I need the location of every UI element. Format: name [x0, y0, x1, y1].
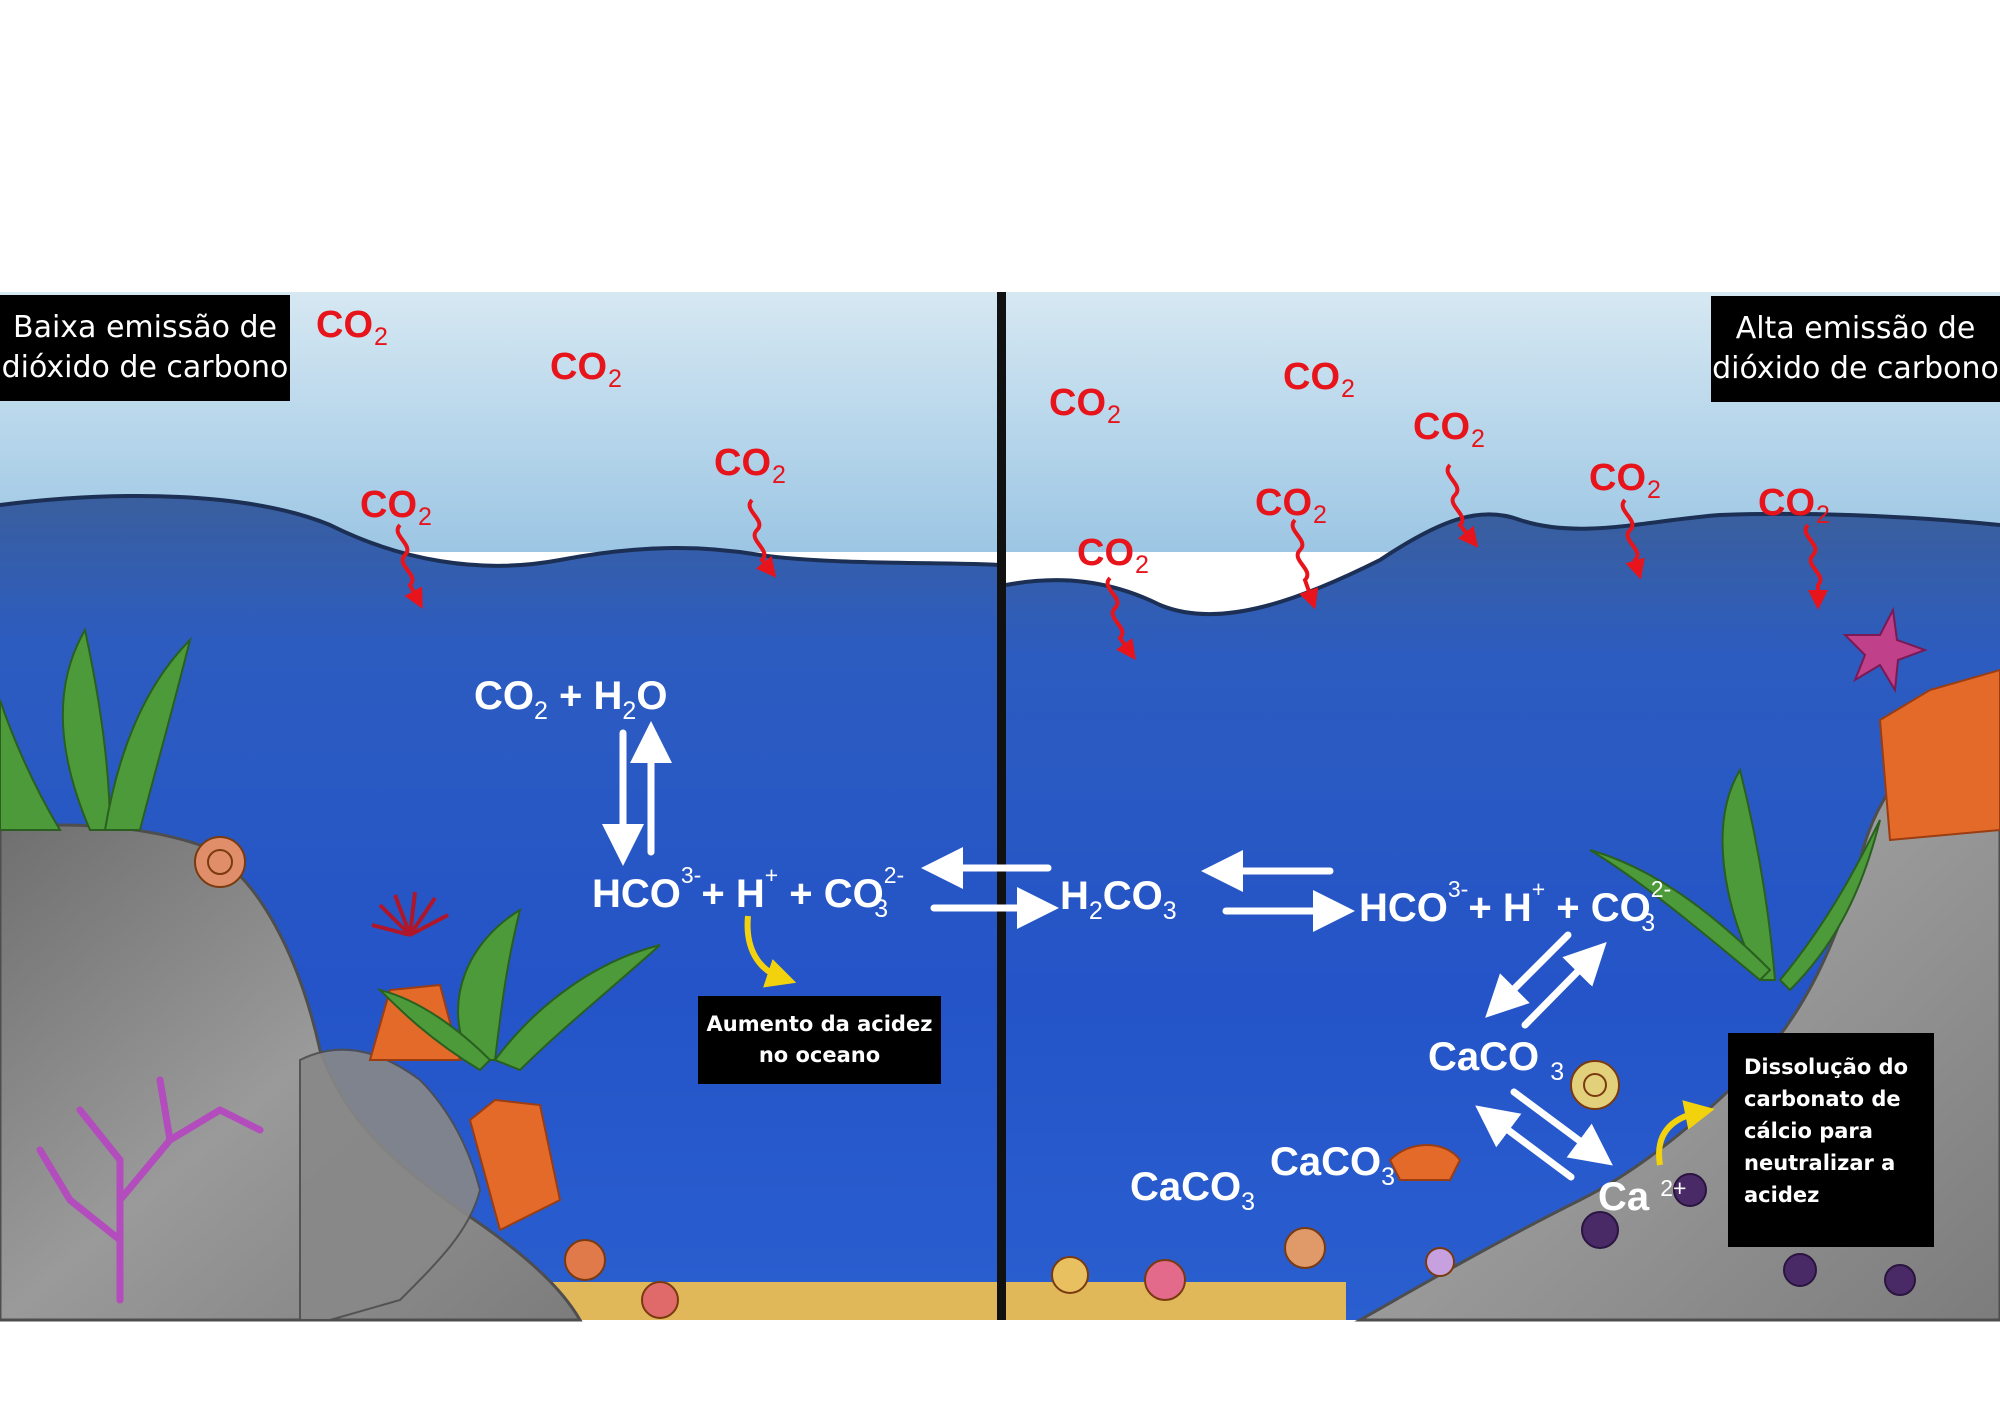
co2-label: CO2 — [1413, 406, 1485, 453]
dissolution-line-5: acidez — [1744, 1183, 1820, 1207]
co2-label: CO2 — [1049, 382, 1121, 429]
acidity-label: Aumento da acidez no oceano — [698, 996, 941, 1084]
starfish — [1842, 606, 1928, 694]
right-wave-line — [1005, 511, 2000, 617]
green-seaweed — [0, 627, 1881, 1072]
formula-left-ions: HCO3-+ H+ + CO2-3 — [592, 862, 905, 923]
low-emission-line-1: Baixa emissão de — [12, 310, 278, 345]
orange-coral — [368, 668, 2000, 1232]
low-emission-line-2: dióxido de carbono — [1, 350, 289, 385]
center-divider — [997, 292, 1006, 1320]
low-emission-label: Baixa emissão de dióxido de carbono — [0, 295, 290, 401]
co2-label: CO2 — [1077, 532, 1149, 579]
co2-label: CO2 — [1589, 457, 1661, 504]
co2-label: CO2 — [550, 346, 622, 393]
reaction-arrows — [602, 721, 1613, 1181]
formula-caco3-floor-1: CaCO3 — [1130, 1165, 1256, 1216]
acidity-line-2: no oceano — [758, 1043, 881, 1067]
co2-label: CO2 — [714, 442, 786, 489]
co2-label: CO2 — [1255, 482, 1327, 529]
high-emission-line-1: Alta emissão de — [1735, 311, 1976, 346]
red-anemone — [371, 891, 449, 937]
yellow-arrow-acidity — [744, 915, 797, 988]
pink-coral — [36, 1076, 264, 1304]
left-wave-line — [0, 494, 1001, 568]
co2-label: CO2 — [316, 304, 388, 351]
dissolution-line-2: carbonato de — [1744, 1087, 1901, 1111]
yellow-arrow-dissolution — [1656, 1100, 1715, 1166]
dissolution-line-1: Dissolução do — [1744, 1055, 1909, 1079]
formula-caco3-floor-2: CaCO3 — [1270, 1140, 1396, 1191]
formula-right-ions: HCO3-+ H+ + CO2-3 — [1359, 876, 1672, 937]
left-rock-small — [299, 1048, 482, 1321]
co2-label: CO2 — [360, 484, 432, 531]
dissolution-line-3: cálcio para — [1744, 1119, 1873, 1143]
shells — [194, 836, 1620, 1319]
formula-caco3-center: CaCO 3 — [1428, 1035, 1565, 1086]
co2-label: CO2 — [1758, 482, 1830, 529]
dissolution-line-4: neutralizar a — [1744, 1151, 1896, 1175]
co2-entry-arrows — [395, 463, 1828, 661]
dissolution-label: Dissolução do carbonato de cálcio para n… — [1728, 1033, 1934, 1247]
formula-h2co3: H2CO3 — [1060, 874, 1177, 925]
high-emission-line-2: dióxido de carbono — [1712, 351, 1999, 386]
formula-ca2plus: Ca 2+ — [1598, 1175, 1687, 1219]
sea-urchins — [1581, 1173, 1916, 1296]
co2-label: CO2 — [1283, 356, 1355, 403]
high-emission-label: Alta emissão de dióxido de carbono — [1711, 296, 2000, 402]
formula-co2-plus-h2o: CO2 + H2O — [474, 674, 668, 725]
acidity-line-1: Aumento da acidez — [706, 1012, 933, 1036]
